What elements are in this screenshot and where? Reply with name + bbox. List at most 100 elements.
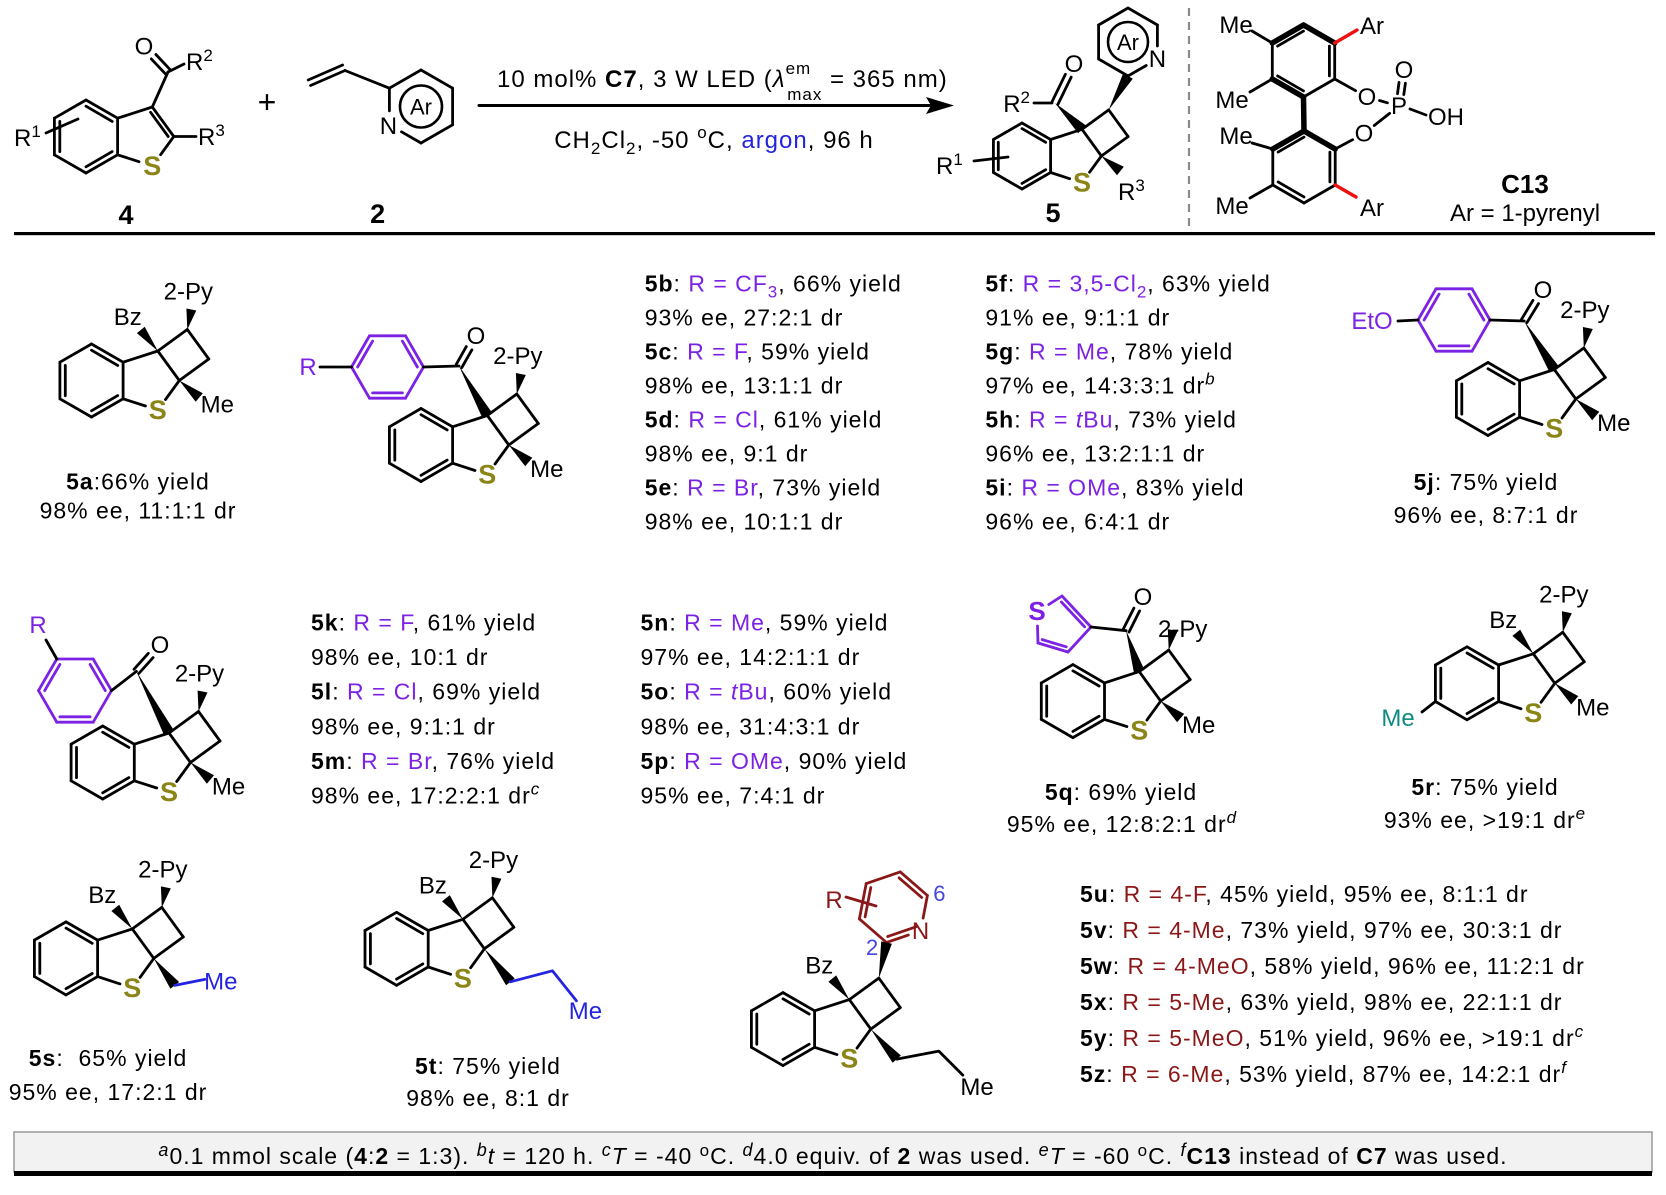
svg-text:5w: R = 4-MeO, 58% yield, 96%: 5w: R = 4-MeO, 58% yield, 96% ee, 11:2:1…: [1080, 953, 1585, 979]
svg-text:O: O: [1534, 277, 1553, 304]
svg-text:O: O: [1395, 57, 1414, 84]
svg-text:S: S: [1073, 168, 1091, 198]
svg-text:Bz: Bz: [88, 882, 116, 909]
svg-text:5d: R = Cl, 61% yield: 5d: R = Cl, 61% yield: [645, 407, 883, 433]
svg-text:5k: R = F, 61% yield: 5k: R = F, 61% yield: [311, 610, 536, 636]
svg-text:98% ee, 11:1:1 dr: 98% ee, 11:1:1 dr: [40, 498, 237, 524]
svg-text:5: 5: [1045, 198, 1060, 228]
svg-text:5y: R = 5-MeO, 51% yield, 96%: 5y: R = 5-MeO, 51% yield, 96% ee, >19:1 …: [1080, 1022, 1584, 1051]
svg-text:5s: 65% yield: 5s: 65% yield: [29, 1045, 188, 1071]
svg-text:98% ee, 9:1 dr: 98% ee, 9:1 dr: [645, 441, 809, 467]
svg-text:Me: Me: [201, 392, 234, 419]
svg-text:98% ee, 13:1:1 dr: 98% ee, 13:1:1 dr: [645, 373, 844, 399]
svg-text:2-Py: 2-Py: [1560, 297, 1609, 324]
svg-text:Ar: Ar: [1360, 13, 1384, 40]
svg-text:Me: Me: [204, 968, 237, 995]
svg-text:5t: 75% yield: 5t: 75% yield: [415, 1053, 561, 1079]
svg-text:S: S: [1130, 716, 1148, 746]
svg-text:93% ee, >19:1 dre: 93% ee, >19:1 dre: [1384, 804, 1586, 833]
svg-text:Me: Me: [569, 998, 602, 1025]
svg-text:O: O: [467, 323, 486, 350]
svg-text:Me: Me: [212, 774, 245, 801]
svg-text:5q: 69% yield: 5q: 69% yield: [1045, 779, 1197, 805]
svg-text:Ar: Ar: [410, 95, 432, 120]
svg-text:2: 2: [370, 199, 385, 229]
svg-text:S: S: [160, 777, 178, 807]
svg-text:5e: R = Br, 73% yield: 5e: R = Br, 73% yield: [645, 475, 881, 501]
svg-text:N: N: [1149, 46, 1166, 73]
svg-text:R: R: [29, 612, 46, 639]
svg-text:S: S: [1545, 414, 1563, 444]
svg-text:6: 6: [933, 881, 945, 906]
svg-text:5m: R = Br, 76% yield: 5m: R = Br, 76% yield: [311, 748, 555, 774]
svg-text:Me: Me: [1215, 87, 1248, 114]
svg-text:S: S: [478, 460, 496, 490]
svg-text:S: S: [143, 151, 161, 181]
svg-text:96% ee, 13:2:1:1 dr: 96% ee, 13:2:1:1 dr: [985, 441, 1205, 467]
svg-text:5u: R = 4-F, 45% yield, 95% ee: 5u: R = 4-F, 45% yield, 95% ee, 8:1:1 dr: [1080, 881, 1528, 907]
svg-text:98% ee, 8:1 dr: 98% ee, 8:1 dr: [406, 1085, 570, 1111]
svg-text:N: N: [912, 918, 929, 945]
svg-text:Me: Me: [530, 456, 563, 483]
svg-text:Me: Me: [1215, 193, 1248, 220]
svg-text:98% ee, 10:1:1 dr: 98% ee, 10:1:1 dr: [645, 509, 844, 535]
svg-text:98% ee, 9:1:1 dr: 98% ee, 9:1:1 dr: [311, 713, 496, 739]
svg-text:Bz: Bz: [419, 872, 447, 899]
svg-text:S: S: [149, 395, 167, 425]
svg-text:O: O: [1134, 584, 1153, 611]
svg-text:98% ee, 10:1 dr: 98% ee, 10:1 dr: [311, 644, 488, 670]
svg-text:95% ee, 17:2:1 dr: 95% ee, 17:2:1 dr: [9, 1079, 208, 1105]
svg-text:O: O: [1358, 84, 1377, 111]
svg-text:96% ee, 8:7:1 dr: 96% ee, 8:7:1 dr: [1394, 502, 1579, 528]
svg-text:P: P: [1391, 93, 1407, 120]
svg-text:5f: R = 3,5-Cl2, 63% yield: 5f: R = 3,5-Cl2, 63% yield: [985, 271, 1270, 302]
svg-text:91% ee, 9:1:1 dr: 91% ee, 9:1:1 dr: [985, 305, 1170, 331]
svg-text:5z: R = 6-Me, 53% yield, 87% e: 5z: R = 6-Me, 53% yield, 87% ee, 14:2:1 …: [1080, 1058, 1568, 1087]
svg-text:5j: 75% yield: 5j: 75% yield: [1414, 469, 1559, 495]
svg-text:2-Py: 2-Py: [1158, 616, 1207, 643]
svg-text:Me: Me: [1597, 410, 1630, 437]
svg-text:S: S: [123, 973, 141, 1003]
svg-text:C13: C13: [1501, 169, 1549, 199]
svg-text:a0.1 mmol scale (4:2 = 1:3). b: a0.1 mmol scale (4:2 = 1:3). bt = 120 h.…: [158, 1140, 1507, 1169]
svg-text:O: O: [1355, 121, 1374, 148]
svg-text:R: R: [299, 354, 316, 381]
svg-text:98% ee, 31:4:3:1 dr: 98% ee, 31:4:3:1 dr: [641, 713, 861, 739]
svg-text:5i: R = OMe, 83% yield: 5i: R = OMe, 83% yield: [985, 475, 1244, 501]
svg-text:2-Py: 2-Py: [175, 661, 224, 688]
svg-text:Me: Me: [1381, 705, 1414, 732]
svg-text:2: 2: [866, 935, 878, 960]
svg-text:Bz: Bz: [114, 304, 142, 331]
svg-text:N: N: [380, 113, 397, 140]
svg-text:Me: Me: [1219, 123, 1252, 150]
svg-text:5x: R = 5-Me, 63% yield, 98% e: 5x: R = 5-Me, 63% yield, 98% ee, 22:1:1 …: [1080, 989, 1562, 1015]
svg-text:S: S: [840, 1044, 858, 1074]
svg-text:96% ee, 6:4:1 dr: 96% ee, 6:4:1 dr: [985, 509, 1170, 535]
svg-text:EtO: EtO: [1351, 308, 1392, 335]
svg-text:S: S: [1524, 698, 1542, 728]
svg-text:OH: OH: [1428, 104, 1464, 131]
svg-text:Bz: Bz: [805, 953, 833, 980]
svg-text:2-Py: 2-Py: [138, 856, 187, 883]
svg-text:5l: R = Cl, 69% yield: 5l: R = Cl, 69% yield: [311, 679, 541, 705]
svg-text:O: O: [135, 34, 154, 61]
svg-text:4: 4: [118, 200, 133, 230]
svg-text:5c: R = F, 59% yield: 5c: R = F, 59% yield: [645, 339, 870, 365]
svg-text:Ar = 1-pyrenyl: Ar = 1-pyrenyl: [1450, 200, 1600, 227]
svg-text:5h: R = tBu, 73% yield: 5h: R = tBu, 73% yield: [985, 407, 1237, 433]
svg-text:5r: 75% yield: 5r: 75% yield: [1411, 774, 1558, 800]
svg-text:Me: Me: [1182, 712, 1215, 739]
svg-text:Me: Me: [960, 1074, 993, 1101]
svg-text:Bz: Bz: [1489, 607, 1517, 634]
svg-text:Ar: Ar: [1360, 195, 1384, 222]
svg-text:95% ee, 7:4:1 dr: 95% ee, 7:4:1 dr: [641, 783, 826, 809]
svg-text:95% ee, 12:8:2:1 drd: 95% ee, 12:8:2:1 drd: [1007, 808, 1237, 837]
svg-text:2-Py: 2-Py: [164, 279, 213, 306]
svg-text:Me: Me: [1576, 694, 1609, 721]
svg-text:2-Py: 2-Py: [1539, 581, 1588, 608]
svg-text:O: O: [151, 632, 170, 659]
svg-text:5n: R = Me, 59% yield: 5n: R = Me, 59% yield: [641, 610, 889, 636]
svg-text:S: S: [1028, 596, 1045, 626]
svg-text:5o: R = tBu, 60% yield: 5o: R = tBu, 60% yield: [641, 679, 893, 705]
svg-text:97% ee, 14:2:1:1 dr: 97% ee, 14:2:1:1 dr: [641, 644, 861, 670]
